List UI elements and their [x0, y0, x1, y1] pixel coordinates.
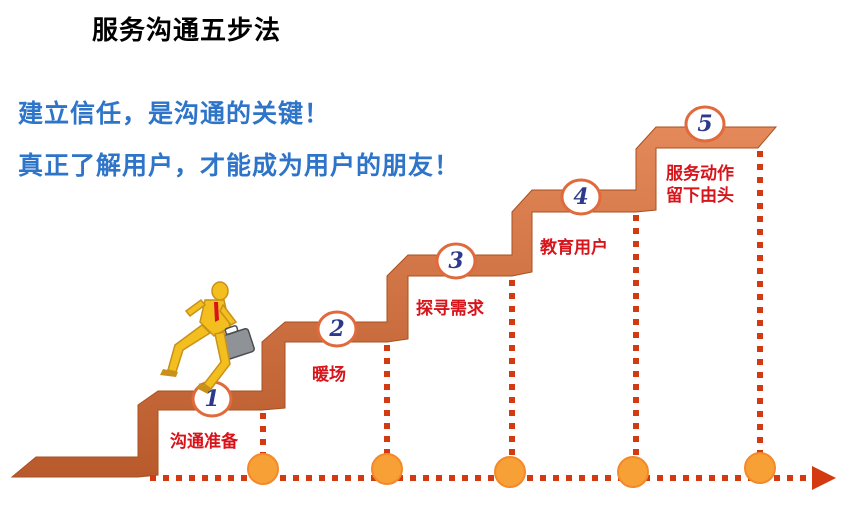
step-4-label: 教育用户: [540, 238, 608, 258]
slogan-line-2: 真正了解用户，才能成为用户的朋友！: [18, 151, 461, 180]
step-2-label: 暖场: [312, 365, 346, 385]
staircase: [10, 126, 778, 478]
step-badges: [191, 105, 726, 418]
milestones: [247, 452, 776, 488]
businessman-climbing-icon: [160, 281, 255, 394]
step-1-label: 沟通准备: [170, 432, 238, 452]
step-3-number: 3: [448, 248, 464, 274]
step-5-number: 5: [697, 111, 713, 137]
step-5-label: 服务动作 留下由头: [666, 164, 734, 206]
page-title: 服务沟通五步法: [92, 16, 282, 46]
slogan-line-1: 建立信任，是沟通的关键！: [18, 99, 331, 128]
step-4-number: 4: [573, 184, 589, 210]
timeline-arrow-icon: [812, 466, 836, 490]
step-2-number: 2: [329, 316, 345, 342]
step-1-number: 1: [204, 386, 220, 412]
step-3-label: 探寻需求: [416, 299, 484, 319]
